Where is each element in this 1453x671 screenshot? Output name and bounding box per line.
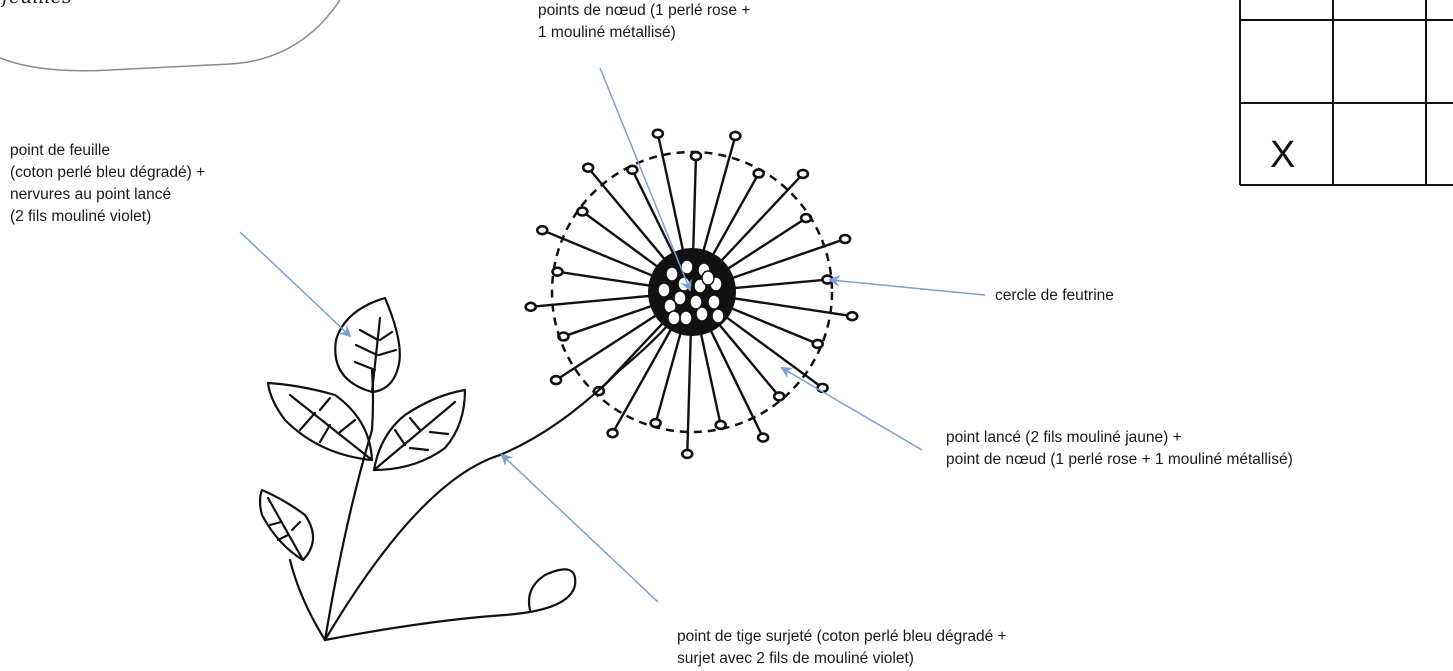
- knot-stitch: [796, 168, 810, 180]
- knot-stitch: [772, 391, 786, 402]
- stitch-ray: [558, 312, 660, 380]
- stitch-ray: [533, 294, 654, 308]
- label-cercle-feutrine: cercle de feutrine: [995, 287, 1114, 304]
- stitch-ray: [544, 230, 657, 278]
- stitch-ray: [584, 212, 661, 270]
- knot-stitch: [838, 233, 852, 245]
- knot-stitch: [816, 382, 829, 394]
- stitch-ray: [728, 239, 843, 281]
- arrow-point-tige: [500, 453, 659, 603]
- stitch-ray: [566, 303, 656, 337]
- grid-table: [1239, 0, 1453, 186]
- stitch-ray: [632, 172, 676, 258]
- center-knot: [711, 308, 725, 324]
- leaf-left: [266, 381, 374, 462]
- stem-leaf-low: [288, 558, 327, 642]
- stem-and-leaves: [258, 296, 670, 642]
- center-knot: [701, 270, 715, 286]
- knot-stitch: [549, 374, 563, 386]
- knot-stitch: [524, 301, 537, 313]
- felt-circle: [550, 150, 834, 434]
- main-stem: [323, 323, 670, 642]
- stitch-ray: [686, 330, 693, 452]
- stitch-ray: [589, 169, 668, 263]
- stitch-ray: [730, 296, 850, 317]
- stitch-ray: [716, 321, 778, 395]
- knot-stitch: [576, 206, 589, 217]
- stitch-ray: [701, 138, 736, 255]
- stitch-ray: [657, 136, 685, 255]
- label-points-noeud: points de nœud (1 perlé rose + 1 mouliné…: [538, 2, 751, 41]
- center-knot: [667, 310, 681, 326]
- center-knot: [707, 294, 721, 310]
- flower-center: [648, 248, 736, 336]
- secondary-stem: [323, 368, 375, 642]
- corner-word: feuilles: [2, 0, 72, 8]
- knot-stitch: [811, 338, 825, 350]
- label-point-feuille: point de feuille (coton perlé bleu dégra…: [10, 142, 206, 225]
- stitch-ray: [724, 219, 804, 272]
- center-knot: [689, 294, 703, 310]
- knot-stitch: [606, 427, 619, 439]
- grid-mark-x: X: [1270, 134, 1296, 176]
- label-point-lance: point lancé (2 fils mouliné jaune) + poi…: [946, 429, 1293, 468]
- stitch-ray: [613, 325, 674, 431]
- center-knot: [695, 306, 709, 322]
- leaf-right: [372, 388, 467, 472]
- arrow-points-noeud: [599, 67, 692, 292]
- center-knot: [657, 282, 671, 298]
- stitch-ray: [691, 158, 698, 254]
- knot-stitch: [714, 419, 727, 431]
- center-knot: [673, 290, 687, 306]
- knot-stitch: [680, 448, 694, 460]
- speech-bubble-outline: [0, 0, 341, 72]
- arrow-cercle-feutrine: [828, 274, 986, 296]
- knot-stitch: [581, 162, 595, 173]
- knot-stitch: [651, 128, 665, 139]
- knot-stitch: [649, 417, 662, 429]
- label-point-tige: point de tige surjeté (coton perlé bleu …: [677, 628, 1007, 667]
- leaf-top: [334, 296, 401, 394]
- leaf-low: [258, 488, 315, 562]
- stitch-ray: [730, 278, 825, 290]
- stitch-ray: [699, 329, 722, 423]
- knot-stitch: [729, 130, 742, 142]
- knot-stitch: [535, 224, 549, 236]
- stitch-ray: [708, 326, 763, 436]
- knot-stitch: [845, 310, 859, 322]
- side-stem: [323, 568, 577, 642]
- stitch-ray: [655, 329, 683, 421]
- stitch-ray: [718, 175, 802, 265]
- stitch-ray: [710, 175, 758, 259]
- stitch-ray: [560, 271, 654, 288]
- knot-stitch: [756, 432, 770, 443]
- stitch-ray: [723, 314, 821, 387]
- center-knot: [679, 310, 693, 326]
- center-knot: [665, 266, 679, 282]
- arrow-point-feuille: [239, 231, 352, 338]
- stitch-ray: [727, 306, 816, 344]
- arrow-point-lance: [780, 366, 923, 451]
